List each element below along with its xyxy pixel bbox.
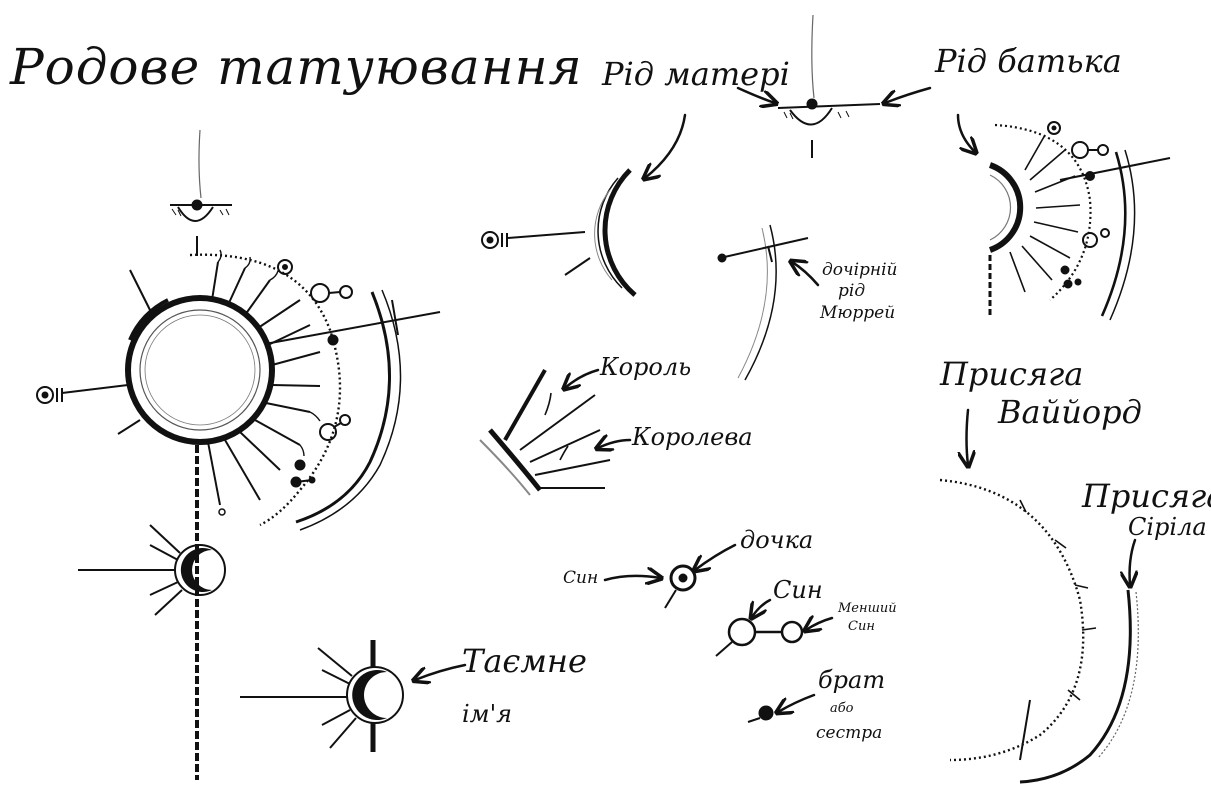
secret-name-node: [240, 640, 403, 752]
label-daughter-line-1: дочірній: [822, 262, 898, 279]
label-sibling-2: або: [830, 702, 854, 715]
legend-sibling-icon: [748, 706, 773, 722]
label-oath-siril-2: Сіріла: [1128, 515, 1207, 539]
label-father-line: Рід батька: [935, 45, 1122, 77]
mother-line-arc: [482, 170, 635, 295]
label-son: Син: [773, 578, 823, 602]
label-daughter-line-3: Мюррей: [820, 305, 895, 322]
label-king: Король: [600, 355, 691, 379]
daughter-line-arc: [718, 225, 808, 380]
label-sibling-1: брат: [818, 668, 885, 692]
label-secret-name-1: Таємне: [462, 645, 587, 677]
label-secret-name-2: ім'я: [462, 702, 512, 726]
label-younger-son-1: Менший: [838, 602, 897, 615]
label-oath-warrior-1: Присяга: [940, 358, 1083, 390]
label-sibling-3: сестра: [816, 725, 882, 742]
label-daughter-line-2: рід: [838, 283, 865, 300]
label-queen: Королева: [632, 425, 753, 449]
label-daughter: дочка: [740, 528, 813, 552]
oath-siril-arc: [1020, 590, 1138, 782]
legend-sons-icon: [716, 619, 802, 656]
father-line-symbol: [990, 122, 1170, 320]
legend-daughter-icon: [665, 566, 695, 608]
main-tattoo-symbol: [37, 130, 440, 780]
ancestry-candle-detail: [778, 15, 880, 158]
page-title: Родове татуювання: [10, 42, 583, 92]
king-queen-branch: [480, 370, 610, 495]
oath-warrior-arc: [940, 480, 1096, 760]
label-mother-line: Рід матері: [602, 58, 790, 90]
label-oath-warrior-2: Ваййорд: [998, 396, 1142, 428]
label-son-left: Син: [563, 570, 598, 587]
label-younger-son-2: Син: [848, 620, 875, 633]
label-oath-siril-1: Присяга: [1082, 480, 1211, 512]
